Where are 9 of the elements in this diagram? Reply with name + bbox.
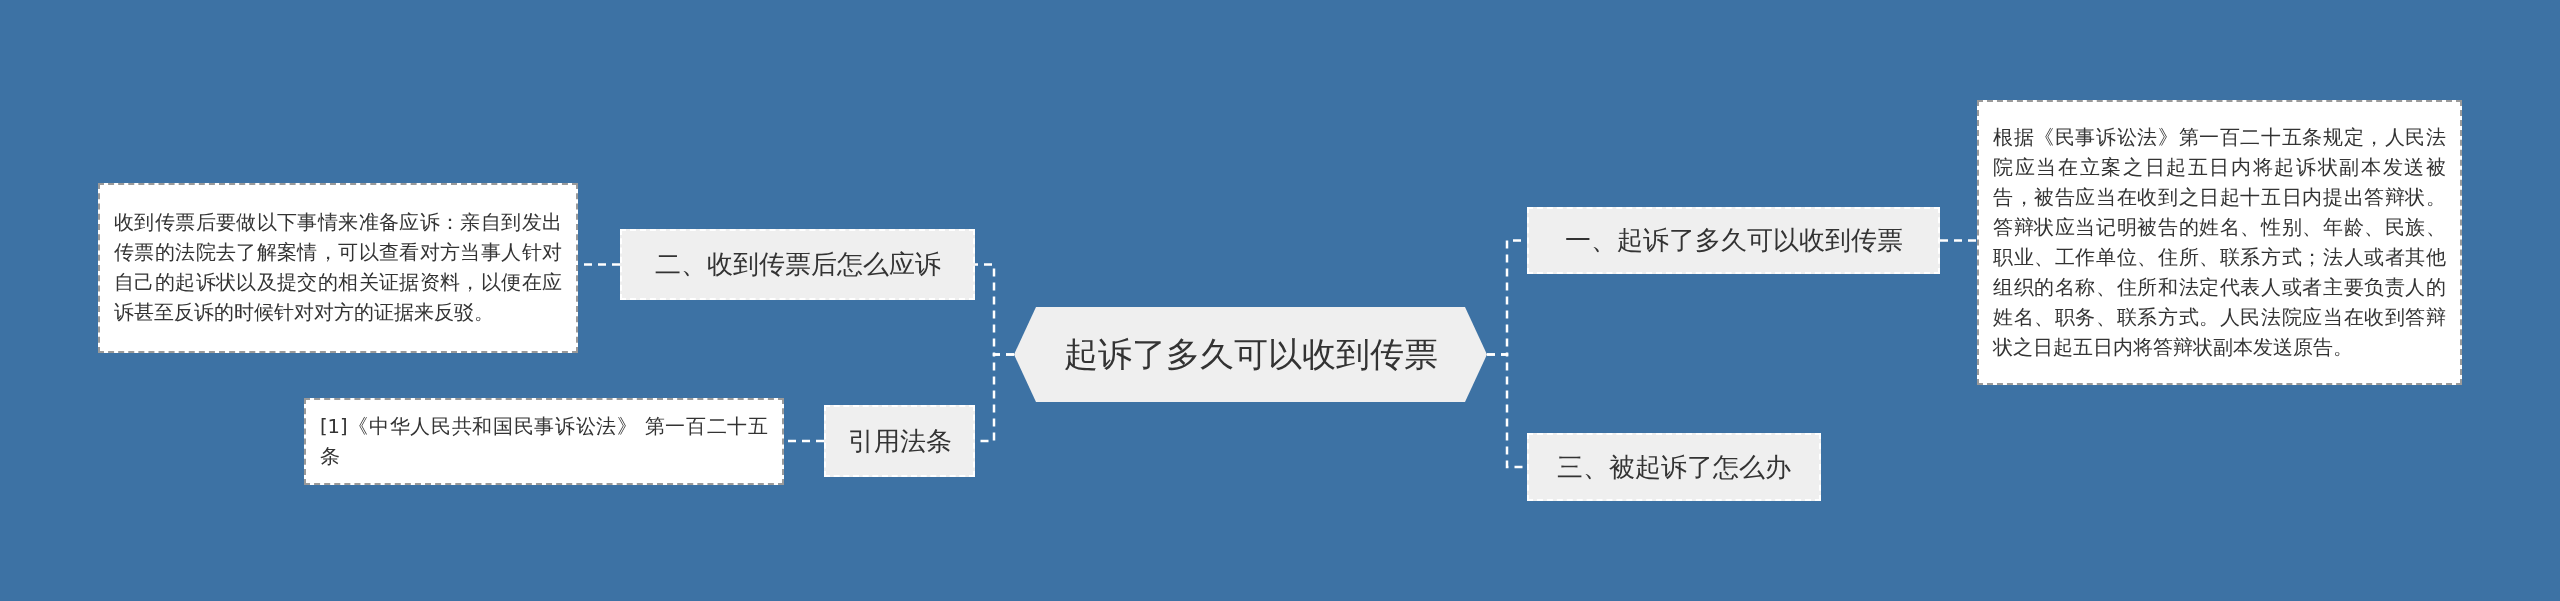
topic-box: 二、收到传票后怎么应诉 [620,229,975,300]
topic-box: 三、被起诉了怎么办 [1527,433,1821,501]
connector [1940,239,1977,242]
topic-hexagon: 起诉了多久可以收到传票 [1014,307,1487,402]
topic-box: 一、起诉了多久可以收到传票 [1527,207,1940,274]
note-box: [1]《中华人民共和国民事诉讼法》 第一百二十五条 [304,398,784,485]
note-box: 收到传票后要做以下事情来准备应诉：亲自到发出传票的法院去了解案情，可以查看对方当事人针对自己的起诉状以及提交的相关证据资料，以便在应诉甚至反诉的时候针对对方的证据来反驳。 [98,183,578,353]
note-box: 根据《民事诉讼法》第一百二十五条规定，人民法院应当在立案之日起五日内将起诉状副本发送被告，被告应当在收到之日起十五日内提出答辩状。答辩状应当记明被告的姓名、性别、年龄、民族、职业、工作单位、住所、联系方式；法人或者其他组织的名称、住所和法定代表人或者主要负责人的姓名、职务、联系方式。人民法院应当在收到答辩状之日起五日内将答辩状副本发送原告。 [1977,100,2462,385]
topic-box: 引用法条 [824,405,975,477]
